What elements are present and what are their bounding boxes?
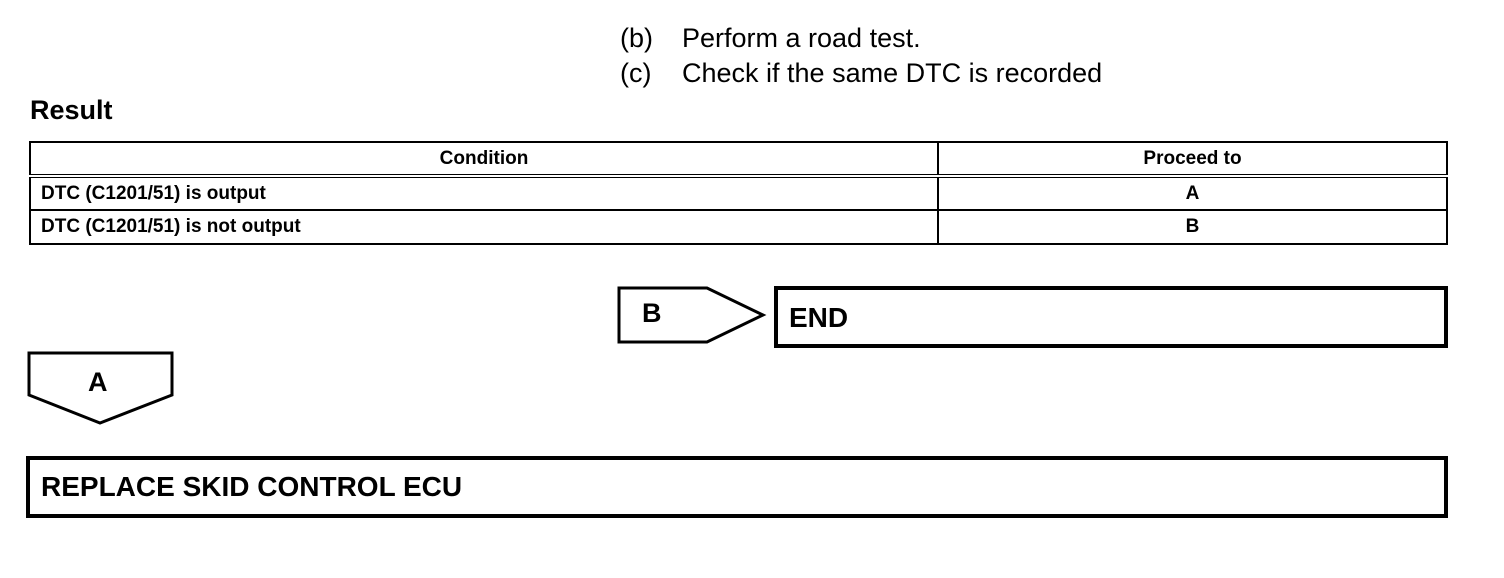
table-row: DTC (C1201/51) is not output B: [29, 209, 1448, 245]
branch-a-arrow-shape: [27, 351, 174, 425]
branch-b-label: B: [642, 298, 662, 328]
proceed-cell: B: [937, 209, 1448, 245]
branch-a-label: A: [88, 367, 108, 397]
replace-ecu-box: REPLACE SKID CONTROL ECU: [26, 456, 1448, 518]
step-b-marker: (b): [620, 23, 653, 53]
step-b-text: Perform a road test.: [682, 23, 921, 53]
replace-ecu-label: REPLACE SKID CONTROL ECU: [41, 471, 463, 502]
step-c: (c) Check if the same DTC is recorded: [620, 58, 1102, 88]
header-proceed-to: Proceed to: [937, 141, 1448, 178]
branch-b-arrow-shape: [617, 286, 767, 344]
condition-cell: DTC (C1201/51) is not output: [29, 209, 939, 245]
result-table: Condition Proceed to DTC (C1201/51) is o…: [29, 141, 1448, 245]
header-condition: Condition: [29, 141, 939, 178]
step-c-marker: (c): [620, 58, 652, 88]
table-header-row: Condition Proceed to: [29, 141, 1448, 178]
end-box: END: [774, 286, 1448, 348]
step-c-text: Check if the same DTC is recorded: [682, 58, 1103, 88]
proceed-cell: A: [937, 175, 1448, 211]
result-heading: Result: [30, 95, 113, 125]
condition-cell: DTC (C1201/51) is output: [29, 175, 939, 211]
table-row: DTC (C1201/51) is output A: [29, 175, 1448, 211]
step-b: (b) Perform a road test.: [620, 23, 921, 53]
end-label: END: [789, 302, 849, 333]
